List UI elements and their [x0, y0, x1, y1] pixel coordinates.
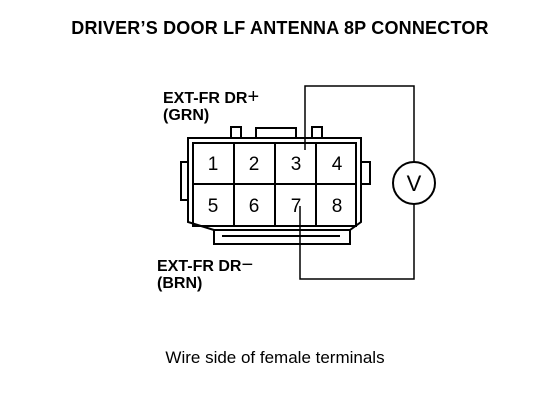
negative-lead-label: EXT-FR DR− [157, 254, 254, 276]
negative-lead-name: EXT-FR DR [157, 258, 242, 275]
connector-housing [187, 137, 362, 245]
pin-3: 3 [291, 154, 302, 175]
negative-lead-sign: − [241, 254, 254, 276]
pin-numbers: 1 2 3 4 5 6 7 8 [208, 154, 343, 217]
pin-6: 6 [249, 196, 260, 217]
pin-1: 1 [208, 154, 219, 175]
connector-side-notch-right [361, 161, 371, 185]
connector-side-notch-left [180, 161, 188, 201]
connector-body [180, 126, 371, 245]
pin-8: 8 [332, 196, 343, 217]
pin-7: 7 [291, 196, 302, 217]
positive-lead-sign: + [247, 86, 260, 108]
diagram-title: DRIVER’S DOOR LF ANTENNA 8P CONNECTOR [71, 18, 489, 38]
caption: Wire side of female terminals [165, 348, 385, 367]
pin-2: 2 [249, 154, 260, 175]
connector-top-tab-right [311, 126, 323, 139]
positive-lead-name: EXT-FR DR [163, 90, 248, 107]
positive-lead-label: EXT-FR DR+ [163, 86, 260, 108]
positive-lead-color: (GRN) [163, 107, 210, 124]
pin-5: 5 [208, 196, 219, 217]
negative-probe-wire [299, 204, 415, 280]
pin-4: 4 [332, 154, 343, 175]
negative-lead-color: (BRN) [157, 275, 203, 292]
positive-probe-wire [304, 85, 415, 162]
connector-top-tab-left [230, 126, 242, 139]
voltmeter-icon: V [392, 161, 436, 205]
voltmeter-symbol: V [407, 171, 422, 196]
voltmeter-circle [392, 161, 436, 205]
connector-latch [255, 127, 297, 138]
probe-wires [299, 85, 415, 280]
